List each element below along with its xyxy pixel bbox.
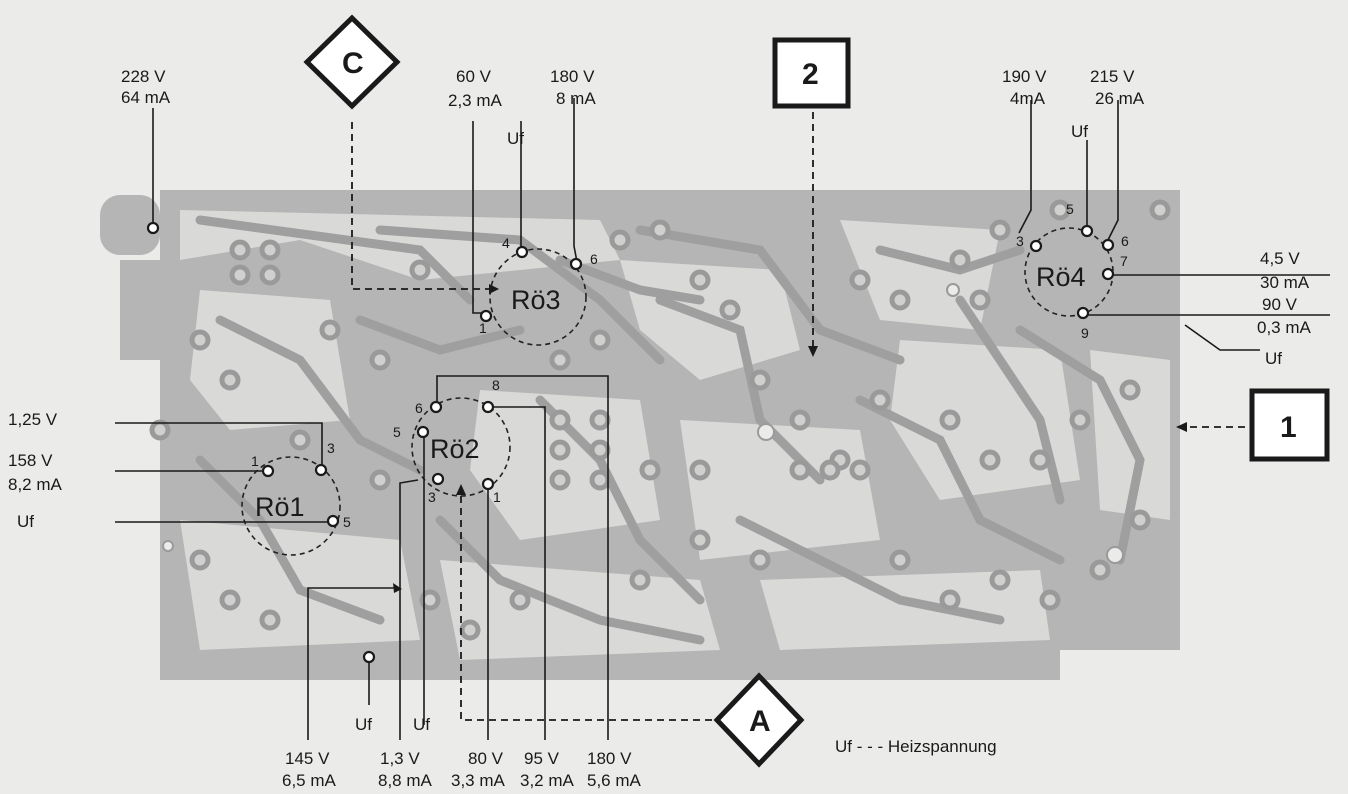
uf-left: Uf (17, 512, 34, 531)
i-64: 64 mA (121, 88, 171, 107)
pin-r3-4: 4 (502, 235, 510, 251)
i-56: 5,6 mA (587, 771, 642, 790)
v-145: 145 V (285, 749, 330, 768)
uf-r4: Uf (1071, 122, 1088, 141)
pcb-holes (162, 283, 1124, 564)
pin-r2-6: 6 (415, 400, 423, 416)
i-33: 3,3 mA (451, 771, 506, 790)
i-r4-26: 26 mA (1095, 89, 1145, 108)
i-82: 8,2 mA (8, 475, 63, 494)
i-r4-4: 4mA (1010, 89, 1046, 108)
pin-r2-8: 8 (492, 377, 500, 393)
tube-r3-label: Rö3 (511, 285, 561, 315)
pin-r2-5: 5 (393, 424, 401, 440)
i-32: 3,2 mA (520, 771, 575, 790)
i-88: 8,8 mA (378, 771, 433, 790)
arrow-heads (393, 284, 1187, 593)
v-125: 1,25 V (8, 410, 58, 429)
v-45: 4,5 V (1260, 249, 1300, 268)
pin-r4-3: 3 (1016, 233, 1024, 249)
pin-r4-6: 6 (1121, 233, 1129, 249)
v-158: 158 V (8, 451, 53, 470)
tube-r3-outline (489, 248, 587, 346)
pin-r4-9: 9 (1081, 325, 1089, 341)
pin-r2-1: 1 (493, 489, 501, 505)
i-65: 6,5 mA (282, 771, 337, 790)
marker-c-label: C (342, 47, 364, 80)
uf-right: Uf (1265, 349, 1282, 368)
uf-r3: Uf (507, 129, 524, 148)
pin-r3-1: 1 (479, 320, 487, 336)
v-r4-215: 215 V (1090, 67, 1135, 86)
marker-a-label: A (749, 705, 771, 738)
pin-r3-6: 6 (590, 251, 598, 267)
marker-2-label: 2 (802, 58, 819, 91)
i-03: 0,3 mA (1257, 318, 1312, 337)
v-180-bottom: 180 V (587, 749, 632, 768)
pcb-traces (195, 215, 1145, 645)
tube-r2-label: Rö2 (430, 434, 480, 464)
tube-r1-outline (241, 456, 341, 556)
v-95: 95 V (524, 749, 560, 768)
pin-r1-3: 3 (327, 440, 335, 456)
i-r3-8: 8 mA (556, 89, 596, 108)
v-r3-60: 60 V (456, 67, 492, 86)
v-r4-190: 190 V (1002, 67, 1047, 86)
pin-r2-3: 3 (428, 489, 436, 505)
marker-1-box (1249, 388, 1330, 462)
pin-r1-5: 5 (343, 514, 351, 530)
tube-r4-label: Rö4 (1036, 262, 1086, 292)
legend-heizspannung: Uf - - - Heizspannung (835, 737, 997, 756)
pcb-pads (149, 199, 1171, 641)
i-30: 30 mA (1260, 273, 1310, 292)
i-r3-23: 2,3 mA (448, 91, 503, 110)
v-r3-180: 180 V (550, 67, 595, 86)
marker-shapes (303, 14, 1330, 768)
uf-bottom-2: Uf (413, 715, 430, 734)
pin-r4-7: 7 (1120, 253, 1128, 269)
marker-c-diamond (303, 14, 401, 110)
pin-dots (146, 221, 1115, 664)
v-228: 228 V (121, 67, 166, 86)
marker-a-diamond (713, 672, 805, 768)
leader-lines (115, 98, 1330, 740)
pin-r4-5: 5 (1066, 201, 1074, 217)
uf-bottom-1: Uf (355, 715, 372, 734)
marker-2-box (772, 37, 851, 109)
pin-r1-1: 1 (251, 453, 259, 469)
v-80: 80 V (468, 749, 504, 768)
signal-arrows (351, 112, 1245, 721)
tube-r1-label: Rö1 (255, 492, 305, 522)
v-90: 90 V (1262, 295, 1298, 314)
marker-1-label: 1 (1280, 411, 1297, 444)
v-13: 1,3 V (380, 749, 420, 768)
